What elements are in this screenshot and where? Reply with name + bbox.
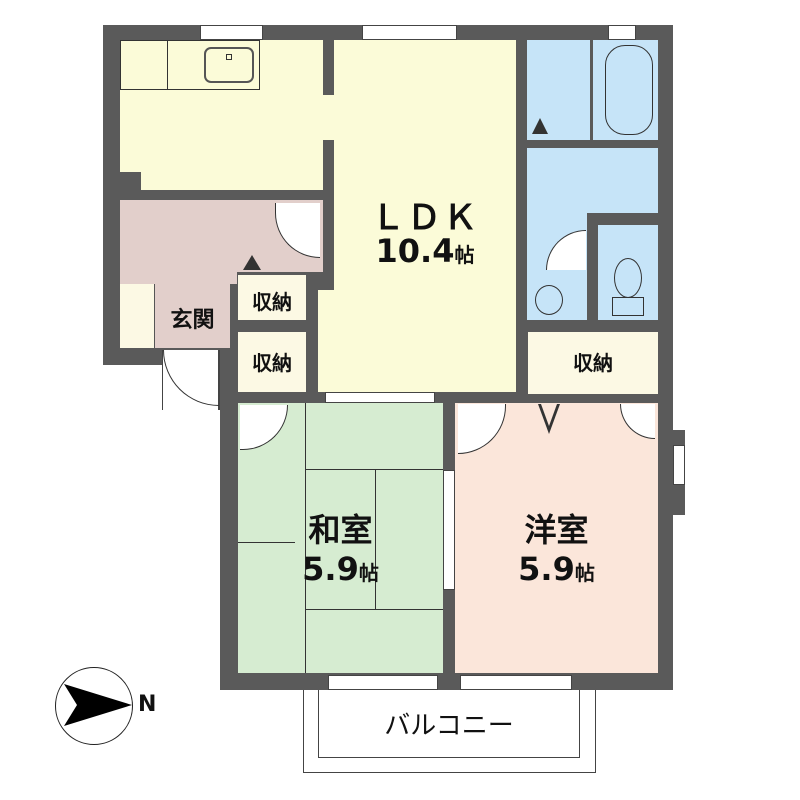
ldk-lower-extension: [318, 290, 338, 392]
youshitsu-label: 洋室: [524, 511, 589, 549]
storage-2: [238, 332, 306, 392]
ldk-size: 10.4帖: [375, 232, 475, 270]
compass-n-label: N: [138, 692, 157, 717]
toilet-tank: [612, 297, 644, 316]
balcony-outer: [303, 690, 596, 773]
window-washitsu-balcony: [328, 675, 438, 690]
tatami-lines: [238, 403, 443, 673]
bath-arrow-icon: [532, 118, 548, 134]
genkan-room: [155, 284, 230, 348]
genkan-label: 玄関: [170, 308, 215, 333]
youshitsu-room: [455, 403, 658, 673]
toilet-icon: [614, 258, 642, 298]
balcony-inner: [318, 690, 580, 758]
washitsu-room: [238, 403, 443, 673]
storage-2-label: 収納: [252, 351, 292, 375]
window-youshitsu-balcony: [460, 675, 572, 690]
north-arrow-icon: [64, 684, 132, 726]
kitchen-wall-notch: [120, 172, 141, 190]
washitsu-size: 5.9帖: [302, 550, 379, 588]
entrance-corridor: [120, 272, 237, 284]
sink-icon: [204, 47, 254, 83]
window-washitsu-ldk: [325, 392, 435, 403]
window-east: [673, 445, 685, 485]
youshitsu-arrow-inner: [541, 404, 557, 426]
ldk-kitchen-opening: [318, 95, 338, 140]
washitsu-label: 和室: [308, 511, 373, 549]
window-kitchen: [200, 25, 263, 40]
storage-1-label: 収納: [252, 290, 292, 314]
ldk-room: [334, 40, 516, 392]
kitchen-counter-divider: [167, 40, 168, 90]
sliding-washitsu-youshitsu: [443, 470, 455, 590]
storage-1: [238, 275, 306, 320]
compass: [55, 667, 133, 745]
ldk-label: ＬＤＫ: [371, 198, 479, 238]
entrance-arrow-icon: [243, 255, 261, 270]
shoe-storage: [120, 284, 155, 348]
balcony-label: バルコニー: [384, 711, 514, 741]
window-ldk: [362, 25, 457, 40]
youshitsu-size: 5.9帖: [518, 550, 595, 588]
washbasin-icon: [535, 285, 563, 315]
entrance-door[interactable]: [162, 350, 220, 410]
storage-3-label: 収納: [573, 351, 613, 375]
storage-3: [528, 332, 658, 394]
utility-hall: [527, 148, 658, 213]
bathtub-icon: [605, 45, 653, 135]
window-bath: [608, 25, 636, 40]
